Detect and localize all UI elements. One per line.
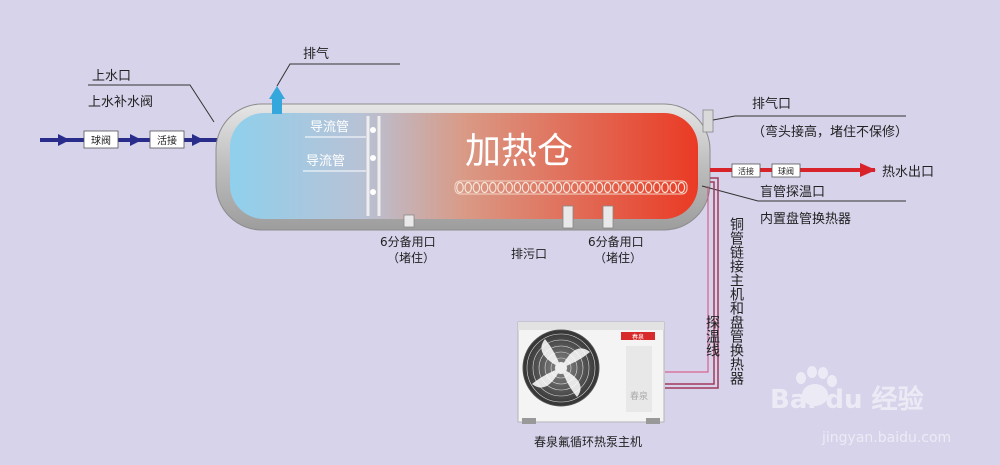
- spare-port-left: [403, 214, 415, 228]
- blind-tube-label: 盲管探温口: [760, 184, 825, 200]
- coil-loop: [644, 181, 653, 194]
- watermark-url: jingyan.baidu.com: [821, 430, 951, 446]
- fan-blade: [561, 368, 581, 397]
- tank: [215, 103, 711, 231]
- built-in-coil-label: 内置盘管换热器: [760, 211, 851, 227]
- coil-loop: [661, 181, 669, 194]
- exhaust-right-leader: [712, 115, 906, 121]
- svg-text:活接: 活接: [157, 134, 177, 147]
- coil-loop: [677, 181, 686, 194]
- hot-water-out-label: 热水出口: [882, 165, 934, 180]
- temp-wire-label: 探温线: [704, 315, 720, 357]
- union-left: 活接: [149, 130, 185, 149]
- coil-loop: [570, 181, 579, 194]
- coil-loop: [669, 181, 678, 194]
- exhaust-top-leader: [276, 63, 400, 87]
- copper-pipe: [665, 177, 719, 389]
- svg-text:春泉: 春泉: [630, 390, 648, 402]
- top-exhaust-valve: [269, 86, 285, 114]
- exhaust-top-label: 排气: [303, 46, 329, 62]
- unit-brand-badge: [621, 332, 655, 340]
- heat-pump-unit: 春泉 春泉: [517, 321, 665, 424]
- heating-chamber-label: 加热仓: [465, 131, 573, 172]
- inlet-valve-label: 上水补水阀: [88, 95, 153, 110]
- coil-loop: [628, 181, 637, 194]
- coil-loop: [480, 181, 489, 194]
- inlet-pipe: [40, 134, 222, 146]
- right-exhaust-port: [702, 109, 714, 133]
- svg-text:球阀: 球阀: [91, 134, 111, 147]
- spare-port-right: [602, 205, 614, 229]
- coil-loop: [472, 181, 481, 194]
- drain-label: 排污口: [511, 247, 547, 261]
- coil-loop: [652, 181, 661, 194]
- coil-loop: [611, 181, 620, 194]
- inlet-label: 上水口: [92, 69, 131, 84]
- svg-text:活接: 活接: [738, 166, 754, 176]
- baidu-watermark: Bai du 经验 jingyan.baidu.com: [770, 366, 951, 446]
- spare-port-left-label: 6分备用口: [380, 235, 436, 249]
- svg-text:春泉: 春泉: [632, 333, 644, 341]
- guide-tube-label-2: 导流管: [306, 154, 345, 169]
- coil-loop: [529, 181, 538, 194]
- coil-loop: [505, 181, 514, 194]
- coil-loop: [538, 181, 546, 194]
- temp-wire: [665, 186, 709, 373]
- coil-loop: [579, 181, 587, 194]
- copper-pipe-label: 铜管链接主机和盘管换热器: [728, 217, 744, 385]
- spare-port-right-note: （堵住）: [594, 251, 642, 265]
- ball-valve-right: 球阀: [771, 163, 801, 178]
- coil-loop: [636, 181, 645, 194]
- coil-loop: [513, 181, 522, 194]
- coil-loop: [562, 181, 571, 194]
- paw-icon: [796, 366, 837, 406]
- coil-loop: [546, 181, 555, 194]
- coil-loop: [488, 181, 497, 194]
- unit-side-panel: [626, 346, 652, 412]
- inlet-leader: [88, 84, 215, 123]
- coil-loop: [497, 181, 505, 194]
- svg-text:球阀: 球阀: [778, 166, 794, 176]
- water-chamber: [230, 113, 698, 219]
- spare-port-right-label: 6分备用口: [588, 235, 644, 249]
- blind-tube-leader: [701, 185, 906, 202]
- coil-loop: [464, 181, 473, 194]
- coil-loop: [620, 181, 628, 194]
- coil-loop: [587, 181, 596, 194]
- guide-tube-label-1: 导流管: [310, 120, 349, 135]
- fan-blade: [532, 368, 561, 388]
- copper-pipe-text: 铜管链接主机和盘管换热器: [728, 217, 744, 385]
- coil-loop: [603, 181, 612, 194]
- coil-heat-exchanger: [454, 180, 688, 195]
- fan-blade: [561, 348, 590, 368]
- union-right: 活接: [731, 163, 761, 178]
- coil-loop: [595, 181, 604, 194]
- ball-valve-left: 球阀: [83, 130, 119, 149]
- exhaust-right-label: 排气口: [752, 96, 791, 112]
- fan-blade: [541, 339, 561, 368]
- watermark-brand: Bai du 经验: [770, 384, 924, 415]
- coil-loop: [521, 181, 530, 194]
- drain-port: [562, 205, 574, 229]
- exhaust-right-note: （弯头接高，堵住不保修）: [752, 124, 908, 140]
- spare-port-left-note: （堵住）: [387, 251, 435, 265]
- coil-loop: [456, 181, 464, 194]
- coil-loop: [554, 181, 563, 194]
- heat-pump-label: 春泉氟循环热泵主机: [534, 435, 642, 449]
